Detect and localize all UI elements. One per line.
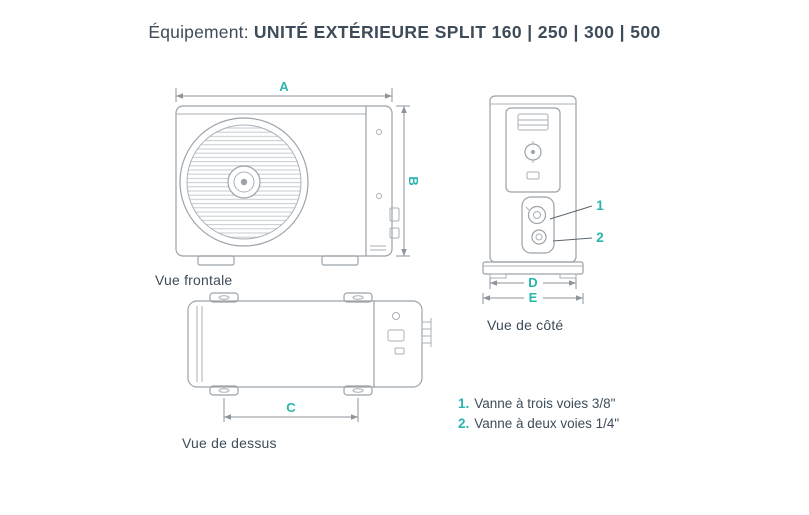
small-fitting [526,171,540,180]
valve-compartment [521,196,555,254]
front-body [175,105,393,257]
title-main: UNITÉ EXTÉRIEURE SPLIT 160 | 250 | 300 |… [253,22,661,42]
top-view-drawing: C [187,292,432,422]
top-feet [209,292,373,396]
dimension-a-label: A [279,79,289,94]
callout-1-number: 1 [596,198,604,213]
valve-legend: 1. Vanne à trois voies 3/8" 2. Vanne à d… [458,394,619,434]
top-body [187,300,423,388]
top-right-details [387,312,432,355]
dimension-d-label: D [528,275,537,290]
front-side-panel-details [370,129,400,251]
side-view-drawing: D E [482,95,584,305]
dimension-d: D [489,275,577,290]
callouts: 1 2 [549,198,604,245]
legend-2-number: 2. [458,416,470,431]
dimension-b-label: B [406,176,421,185]
dimension-c-label: C [286,400,296,415]
front-view-drawing: A [175,79,421,266]
title-prefix: Équipement: [148,22,254,42]
fan-grille [179,117,309,247]
front-feet [197,255,359,266]
callout-2-leader [552,237,593,242]
legend-1-number: 1. [458,396,470,411]
dimension-b: B [396,105,421,257]
motor-cap [524,141,542,163]
terminal-block [517,113,549,131]
dimension-a: A [175,79,393,102]
callout-2-number: 2 [596,230,604,245]
two-way-valve [531,229,547,245]
fan-hub [240,178,248,186]
front-view-label: Vue frontale [155,272,233,288]
legend-2-text: Vanne à deux voies 1/4" [474,416,620,431]
legend-1-text: Vanne à trois voies 3/8" [474,396,616,411]
three-way-valve [525,205,547,225]
dimension-e: E [482,290,584,305]
dimension-e-label: E [529,290,538,305]
legend-item-2: 2. Vanne à deux voies 1/4" [458,414,619,434]
dimension-c: C [223,398,359,422]
top-view-label: Vue de dessus [182,435,277,451]
callout-1-leader [549,205,593,220]
side-view-label: Vue de côté [487,317,564,333]
side-base [482,261,584,279]
legend-item-1: 1. Vanne à trois voies 3/8" [458,394,619,414]
page-title: Équipement: UNITÉ EXTÉRIEURE SPLIT 160 |… [0,22,809,43]
electrical-panel [505,107,561,193]
